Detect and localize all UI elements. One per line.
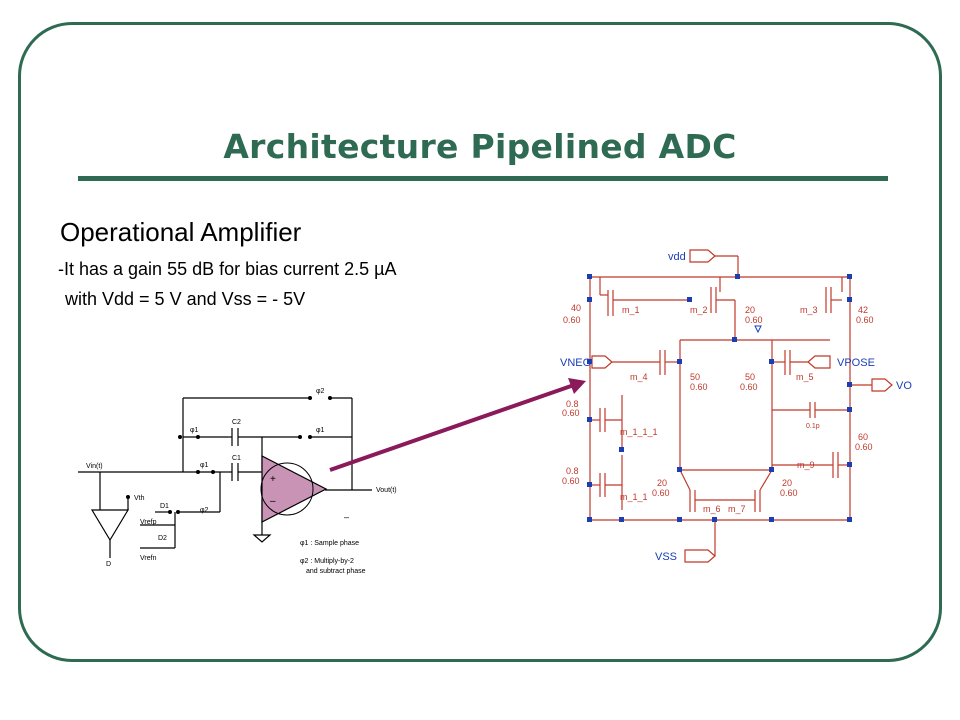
m5-l: 0.60	[740, 382, 758, 392]
m5-name: m_5	[796, 372, 814, 382]
pin-label-vo: VO	[896, 380, 912, 392]
opamp-symbol	[261, 455, 328, 523]
m9-l: 0.60	[855, 442, 873, 452]
label-vout: Vout(t)	[376, 487, 397, 494]
label-phi1-c: φ1	[316, 427, 325, 434]
m3-w: 42	[858, 305, 868, 315]
m111-w: 0.8	[566, 399, 579, 409]
m6-w: 20	[657, 478, 667, 488]
label-phi1-b: φ1	[200, 462, 209, 469]
zoom-arrow-head	[568, 378, 586, 394]
label-c2: C2	[232, 419, 241, 426]
m4-w: 50	[690, 372, 700, 382]
svg-text:+: +	[270, 474, 276, 485]
label-phi2-a: φ2	[316, 388, 325, 395]
m3-l: 0.60	[856, 315, 874, 325]
title-underline	[78, 176, 888, 181]
m5-w: 50	[745, 372, 755, 382]
zoom-arrow	[329, 383, 575, 472]
label-phi1-a: φ1	[190, 427, 199, 434]
m2-w: 20	[745, 305, 755, 315]
m11-w: 0.8	[566, 466, 579, 476]
legend-phi2: φ2 : Multiply-by-2	[300, 558, 354, 565]
label-vrefn: Vrefn	[140, 555, 157, 562]
m3-name: m_3	[800, 305, 818, 315]
label-vin: Vin(t)	[86, 463, 103, 470]
pin-vdd	[689, 249, 716, 263]
slide-subtitle: Operational Amplifier	[60, 217, 302, 247]
m2-l: 0.60	[745, 315, 763, 325]
pin-vss	[684, 549, 716, 563]
label-d1: D1	[160, 503, 169, 510]
label-vrefp: Vrefp	[140, 519, 157, 526]
m1-l: 0.60	[563, 315, 581, 325]
m7-l: 0.60	[780, 488, 798, 498]
label-d: D	[106, 561, 111, 568]
m11-name: m_1_1	[620, 492, 648, 502]
m2-name: m_2	[690, 305, 708, 315]
cap-label: 0.1p	[806, 423, 820, 430]
label-phi2-b: φ2	[200, 507, 209, 514]
bullet-supply: with Vdd = 5 V and Vss = - 5V	[65, 289, 306, 309]
pin-vpose	[807, 355, 831, 369]
pin-label-vpose: VPOSE	[837, 357, 875, 369]
m111-l: 0.60	[562, 408, 580, 418]
m7-name: m_7	[728, 504, 746, 514]
m1-name: m_1	[622, 305, 640, 315]
bullet-gain: -It has a gain 55 dB for bias current 2.…	[58, 259, 397, 279]
m7-w: 20	[782, 478, 792, 488]
m6-l: 0.60	[652, 488, 670, 498]
pin-vo	[871, 378, 893, 392]
label-d2: D2	[158, 535, 167, 542]
m4-l: 0.60	[690, 382, 708, 392]
svg-text:–: –	[270, 496, 276, 507]
slide-title: Architecture Pipelined ADC	[223, 127, 737, 166]
pin-vneg	[591, 355, 613, 369]
slide-frame	[18, 22, 942, 662]
m111-name: m_1_1_1	[620, 427, 658, 437]
label-c1: C1	[232, 455, 241, 462]
m1-w: 40	[571, 303, 581, 313]
pin-label-vdd: vdd	[668, 251, 686, 263]
m9-w: 60	[858, 432, 868, 442]
legend-phi2-b: and subtract phase	[306, 568, 366, 575]
legend-phi1: φ1 : Sample phase	[300, 540, 359, 547]
label-vth: Vth	[134, 495, 145, 502]
pin-label-vneg: VNEG	[560, 357, 591, 369]
m9-name: m_9	[797, 460, 815, 470]
m11-l: 0.60	[562, 476, 580, 486]
m4-name: m_4	[630, 372, 648, 382]
svg-text:–: –	[344, 512, 349, 522]
pin-label-vss: VSS	[655, 551, 677, 563]
m6-name: m_6	[703, 504, 721, 514]
